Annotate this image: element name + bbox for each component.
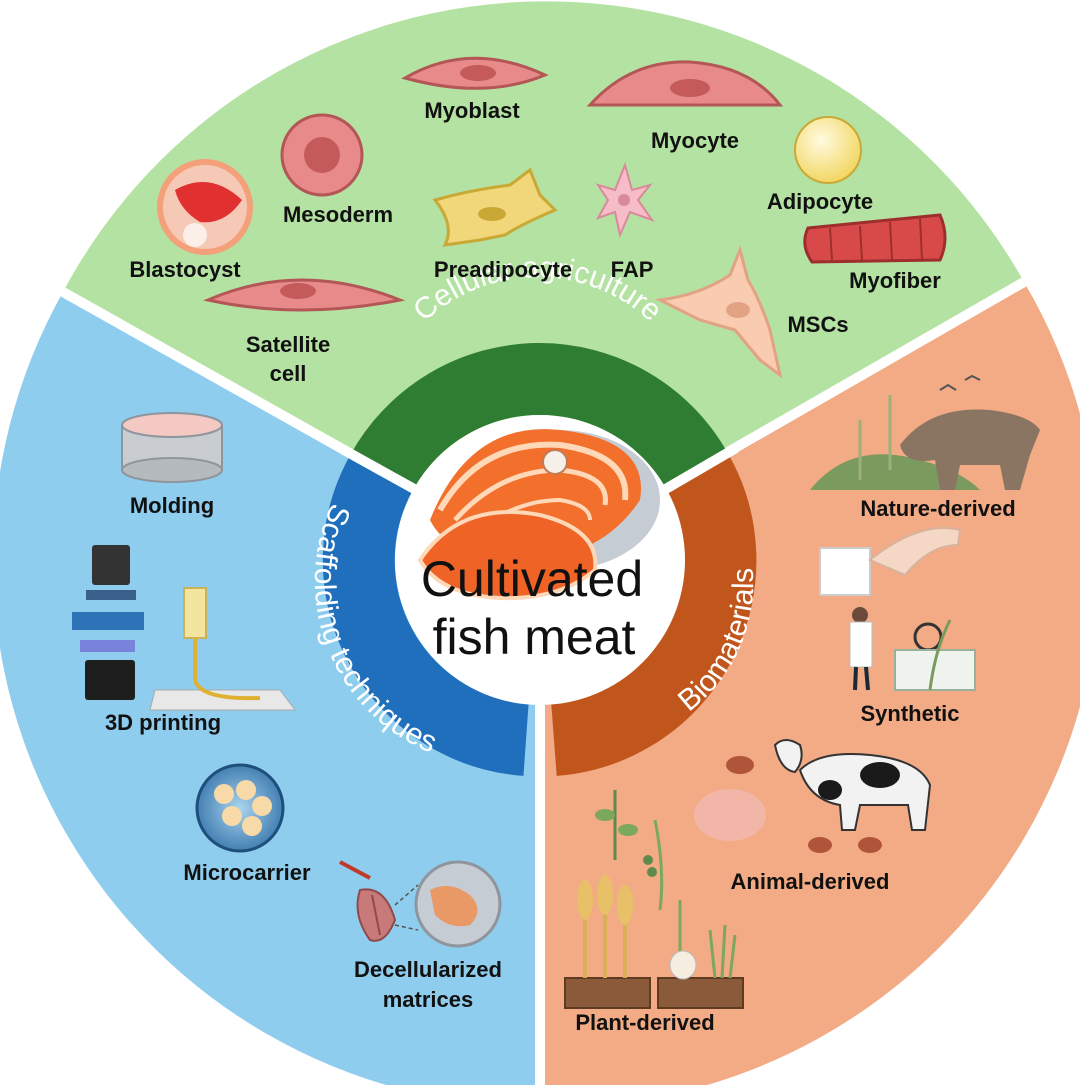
decellularized-matrix-icon [339,860,502,948]
blastocyst-icon [157,159,253,255]
synthetic-icon [819,527,976,691]
myoblast-label: Myoblast [424,98,520,123]
preadipocyte-label: Preadipocyte [434,257,572,282]
satellite-cell-icon [203,278,406,312]
animal-derived-icon [694,739,932,853]
blastocyst-label: Blastocyst [129,257,241,282]
microcarrier-label: Microcarrier [183,860,311,885]
mscs-icon [654,245,783,379]
decellularized-matrices-label-line2: matrices [383,987,474,1012]
microcarrier-icon [195,763,285,853]
molding-icon [121,412,223,483]
satellite-cell-label-line2: cell [270,361,307,386]
plant-derived-label: Plant-derived [575,1010,714,1035]
molding-label: Molding [130,493,214,518]
mesoderm-label: Mesoderm [283,202,393,227]
decellularized-matrices-label-line1: Decellularized [354,957,502,982]
ring-band-biomaterials [550,451,757,776]
adipocyte-label: Adipocyte [767,189,873,214]
myofiber-label: Myofiber [849,268,941,293]
center-title-line1: Cultivated [421,551,643,607]
adipocyte-icon [794,116,862,184]
myoblast-icon [401,56,549,90]
fap-label: FAP [611,257,654,282]
3d-printing-label: 3D printing [105,710,221,735]
satellite-cell-label-line1: Satellite [246,332,330,357]
center-title-line2: fish meat [433,609,636,665]
animal-derived-label: Animal-derived [731,869,890,894]
synthetic-label: Synthetic [860,701,959,726]
mscs-label: MSCs [787,312,848,337]
3d-printer-icon [72,545,296,711]
nature-derived-label: Nature-derived [860,496,1015,521]
ring-band-scaffolding [322,454,530,776]
nature-derived-icon [810,374,1040,490]
fap-icon [595,161,655,239]
salmon-steak-icon [417,429,660,601]
preadipocyte-icon [432,167,558,247]
myofiber-icon [803,213,947,264]
plant-derived-icon [564,790,744,1009]
myocyte-label: Myocyte [651,128,739,153]
ring-band-cellular [350,343,728,491]
ring-separator [661,443,739,495]
mesoderm-icon [280,113,364,197]
myocyte-icon [586,60,784,107]
ring-separator [341,445,419,495]
